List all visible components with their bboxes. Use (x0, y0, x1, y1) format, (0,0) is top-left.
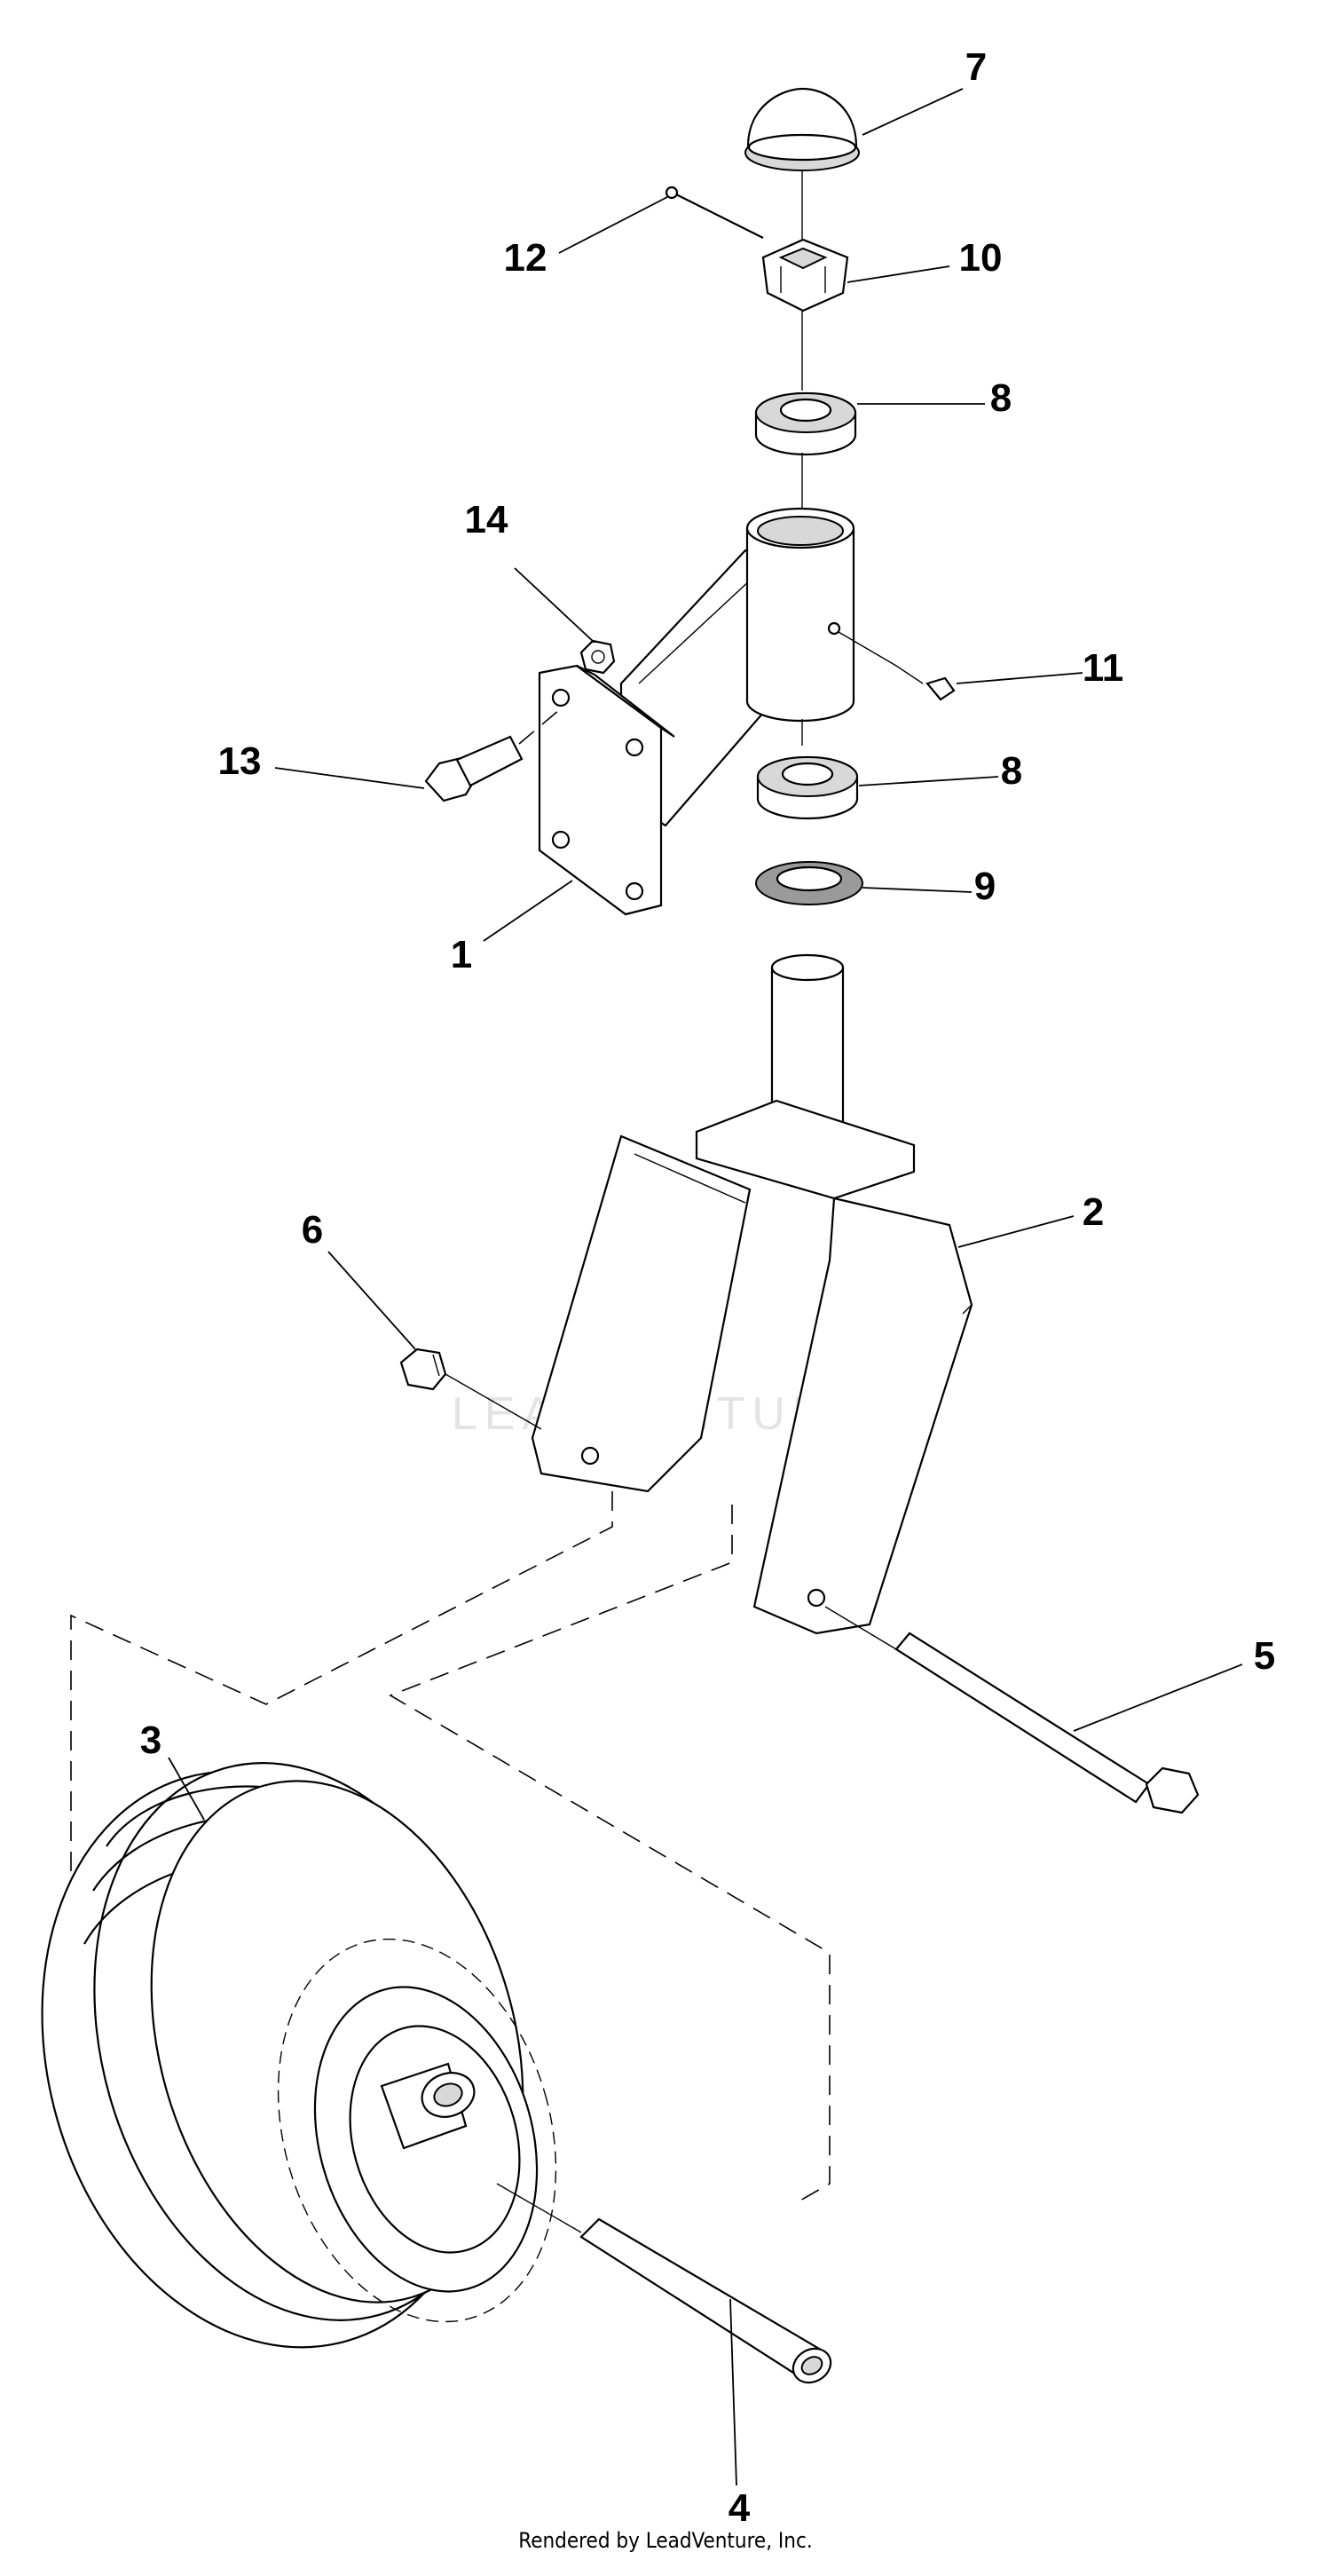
callout-3: 3 (140, 1719, 161, 1762)
part-4-spacer-tube (496, 2183, 832, 2384)
callout-4: 4 (729, 2486, 751, 2530)
callout-8-lower: 8 (1001, 749, 1022, 793)
part-8-bearing-upper (754, 391, 857, 456)
part-11-grease-fitting (838, 631, 956, 701)
callout-1: 1 (451, 933, 472, 976)
part-10-castle-nut (761, 238, 849, 312)
part-5-axle-bolt (824, 1606, 1200, 1814)
callout-10: 10 (959, 236, 1003, 280)
callout-7: 7 (965, 45, 987, 89)
callout-5: 5 (1254, 1634, 1275, 1678)
footer-credit: Rendered by LeadVenture, Inc. (518, 2528, 813, 2553)
part-7-dust-cap (744, 87, 860, 171)
callout-11: 11 (1083, 646, 1124, 690)
part-8-bearing-lower (756, 755, 859, 820)
callout-6: 6 (302, 1208, 323, 1252)
part-14-nut (579, 639, 616, 675)
part-9-seal (755, 861, 863, 905)
part-2-caster-fork (531, 953, 973, 1635)
callout-14: 14 (465, 498, 508, 541)
callout-9: 9 (974, 865, 996, 908)
callout-2: 2 (1083, 1190, 1104, 1234)
callouts: 7 12 10 8 14 11 13 8 9 1 2 6 5 3 4 (140, 45, 1275, 2530)
callout-12: 12 (504, 236, 547, 280)
part-12-cotter-pin (665, 186, 764, 239)
part-13-bolt (424, 709, 560, 802)
callout-13: 13 (218, 739, 262, 783)
part-6-nut (399, 1347, 447, 1391)
callout-8-upper: 8 (990, 376, 1012, 420)
part-1-caster-mount (538, 507, 855, 916)
leader-lines (168, 88, 1243, 2486)
part-3-wheel (41, 1762, 557, 2349)
